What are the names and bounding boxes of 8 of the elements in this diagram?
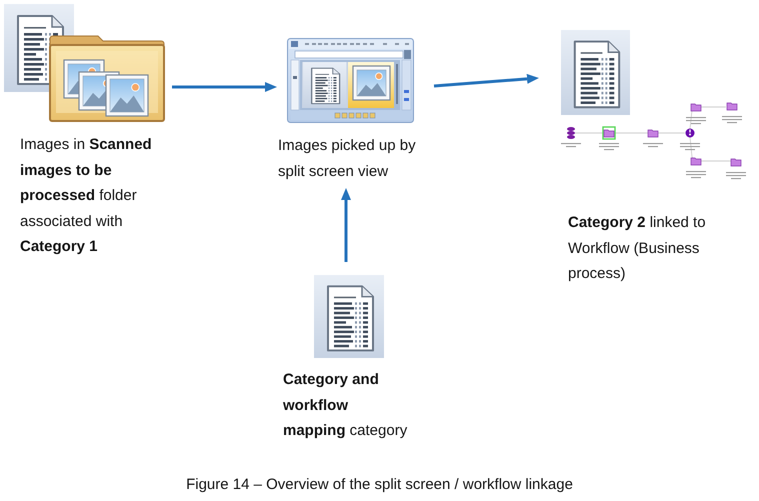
arrow bbox=[172, 82, 277, 92]
arrow bbox=[434, 74, 539, 88]
description-text: Category and workflow mapping category bbox=[283, 370, 408, 441]
description-text: Images picked up by split screen view bbox=[278, 136, 417, 182]
figure-caption: Figure 14 – Overview of the split screen / workflow linkage bbox=[186, 475, 573, 495]
description-text: Category 2 linked to Workflow (Business process) bbox=[568, 213, 707, 284]
description-text: Images in Scanned images to be processed folder associated with Category 1 bbox=[20, 135, 153, 257]
arrow bbox=[341, 188, 351, 262]
